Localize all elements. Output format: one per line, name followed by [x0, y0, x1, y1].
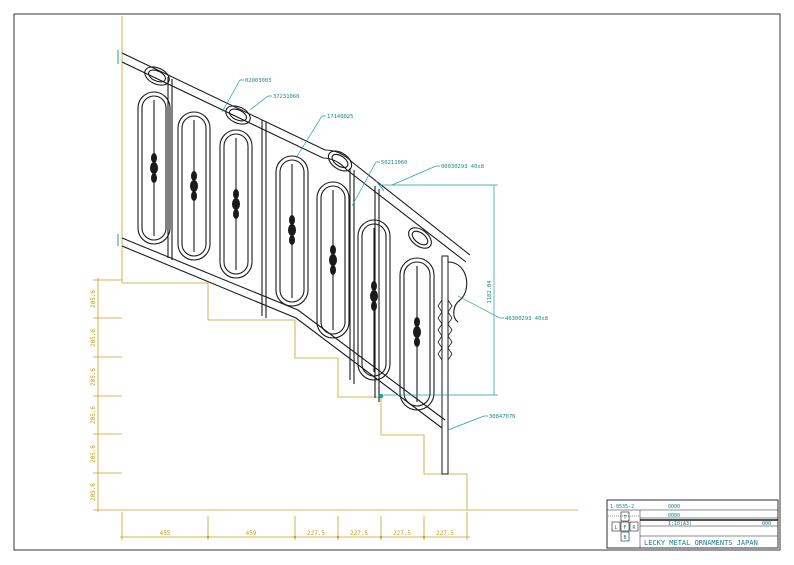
stair-profile	[122, 282, 468, 510]
newel-ornament	[437, 299, 453, 361]
handrail-ovals	[144, 66, 432, 249]
height-dimension	[375, 180, 498, 399]
drawing-scale: 1:10(A3)	[668, 521, 692, 527]
bottom-rail	[121, 237, 446, 421]
run-dim-6: 227.5	[436, 530, 454, 537]
handrail-top	[121, 52, 471, 256]
run-dim-dots	[206, 535, 426, 539]
oval-panel	[357, 219, 391, 381]
run-dim-3: 227.5	[307, 530, 325, 537]
oval-panel	[316, 181, 350, 339]
run-dim-ticks	[121, 512, 468, 540]
drawing-number: 1-0535-2	[610, 504, 634, 510]
view-front: F	[623, 525, 626, 531]
callout-30847076: 30847076	[489, 414, 516, 420]
newel-post	[441, 255, 449, 475]
title-field-a: 0000	[668, 504, 680, 510]
title-block	[606, 499, 779, 549]
view-top: T	[623, 515, 626, 521]
company-name: LECKY METAL ORNAMENTS JAPAN	[644, 539, 758, 547]
callout-00030293: 00030293 40x8	[441, 164, 484, 170]
riser-dim-2: 205.6	[90, 329, 97, 347]
oval-panel	[275, 155, 309, 307]
height-dim-label: 1182.04	[487, 280, 493, 304]
title-field-b: 0000	[668, 513, 680, 519]
run-dim-5: 227.5	[393, 530, 411, 537]
callout-37231060: 37231060	[273, 94, 300, 100]
bottom-rail-inner	[121, 245, 443, 429]
riser-dim-4: 205.6	[90, 406, 97, 424]
run-dim-4: 227.5	[350, 530, 368, 537]
callout-17140025: 17140025	[327, 114, 354, 120]
oval-panel	[137, 91, 171, 245]
riser-dim-6: 205.6	[90, 483, 97, 501]
sheet-border	[13, 13, 781, 551]
railing	[117, 50, 471, 475]
riser-dim-5: 205.6	[90, 445, 97, 463]
callout-02003003: 02003003	[245, 78, 272, 84]
oval-panel	[177, 111, 211, 261]
sheet-number: 000	[762, 521, 771, 527]
riser-dim-3: 205.6	[90, 368, 97, 386]
run-dim-2: 459	[246, 530, 257, 537]
riser-dim-1: 205.6	[90, 290, 97, 308]
oval-panel	[399, 257, 435, 411]
run-dim-1: 455	[160, 530, 171, 537]
newel-scroll	[447, 261, 468, 323]
view-right: R	[632, 525, 636, 531]
callout-leaders	[221, 79, 504, 431]
view-bottom: B	[623, 535, 626, 541]
callout-40300293: 40300293 40x8	[505, 316, 548, 322]
riser-dim-ticks	[93, 279, 122, 511]
oval-panels	[137, 91, 435, 411]
oval-panel	[219, 129, 253, 279]
callout-50211060: 50211060	[381, 160, 408, 166]
view-left: L	[614, 525, 617, 531]
handrail-top-inner	[121, 61, 467, 263]
